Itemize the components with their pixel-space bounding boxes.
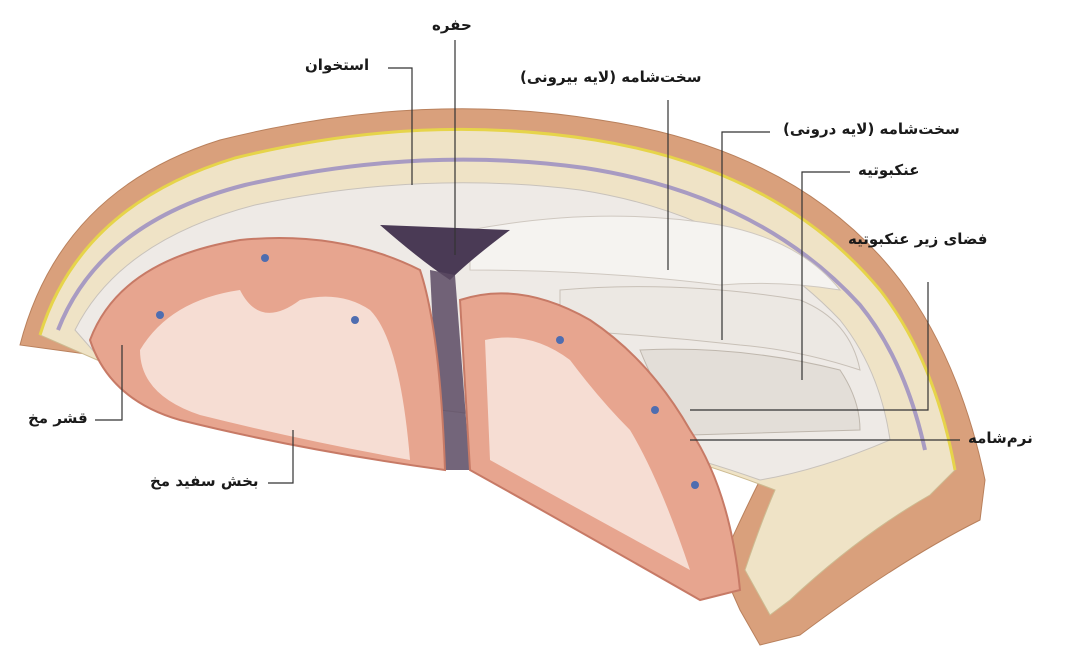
vessel-dot [691, 481, 699, 489]
venous-sinus [380, 225, 510, 280]
label-hofreh: حفره [432, 16, 472, 34]
label-sakhtshameh-daruni: سخت‌شامه (لایه درونی) [783, 120, 960, 138]
label-bakhsh-sefid-mokh: بخش سفید مخ [150, 472, 259, 490]
vessel-dot [261, 254, 269, 262]
leader-bakhsh-sefid [268, 430, 294, 484]
right-white-matter [485, 337, 690, 570]
label-ankabutiyeh: عنکبوتیه [858, 161, 920, 179]
leader-ghesher [95, 345, 123, 421]
label-ghesher-mokh: قشر مخ [28, 409, 88, 427]
vessel-dot [651, 406, 659, 414]
vessel-dot [351, 316, 359, 324]
vessel-dot [156, 311, 164, 319]
leader-lines [95, 40, 960, 484]
left-white-matter [140, 290, 410, 460]
dura-line [56, 157, 927, 451]
leader-ostokhan [388, 67, 413, 185]
periosteum-line [38, 127, 957, 471]
vessel-dot [556, 336, 564, 344]
dura-outer-sheet [469, 215, 842, 291]
dura-inner-sheet [559, 286, 861, 371]
label-ostokhan: استخوان [305, 56, 370, 74]
leader-sakht-daruni [721, 131, 770, 340]
label-sakhtshameh-biruni: سخت‌شامه (لایه بیرونی) [520, 68, 702, 86]
label-narmshameh: نرم‌شامه [968, 429, 1033, 447]
leader-faza [690, 282, 929, 411]
label-faza-zir-ankabutiyeh: فضای زیر عنکبوتیه [848, 230, 988, 248]
leader-ankabutiyeh [801, 171, 850, 380]
